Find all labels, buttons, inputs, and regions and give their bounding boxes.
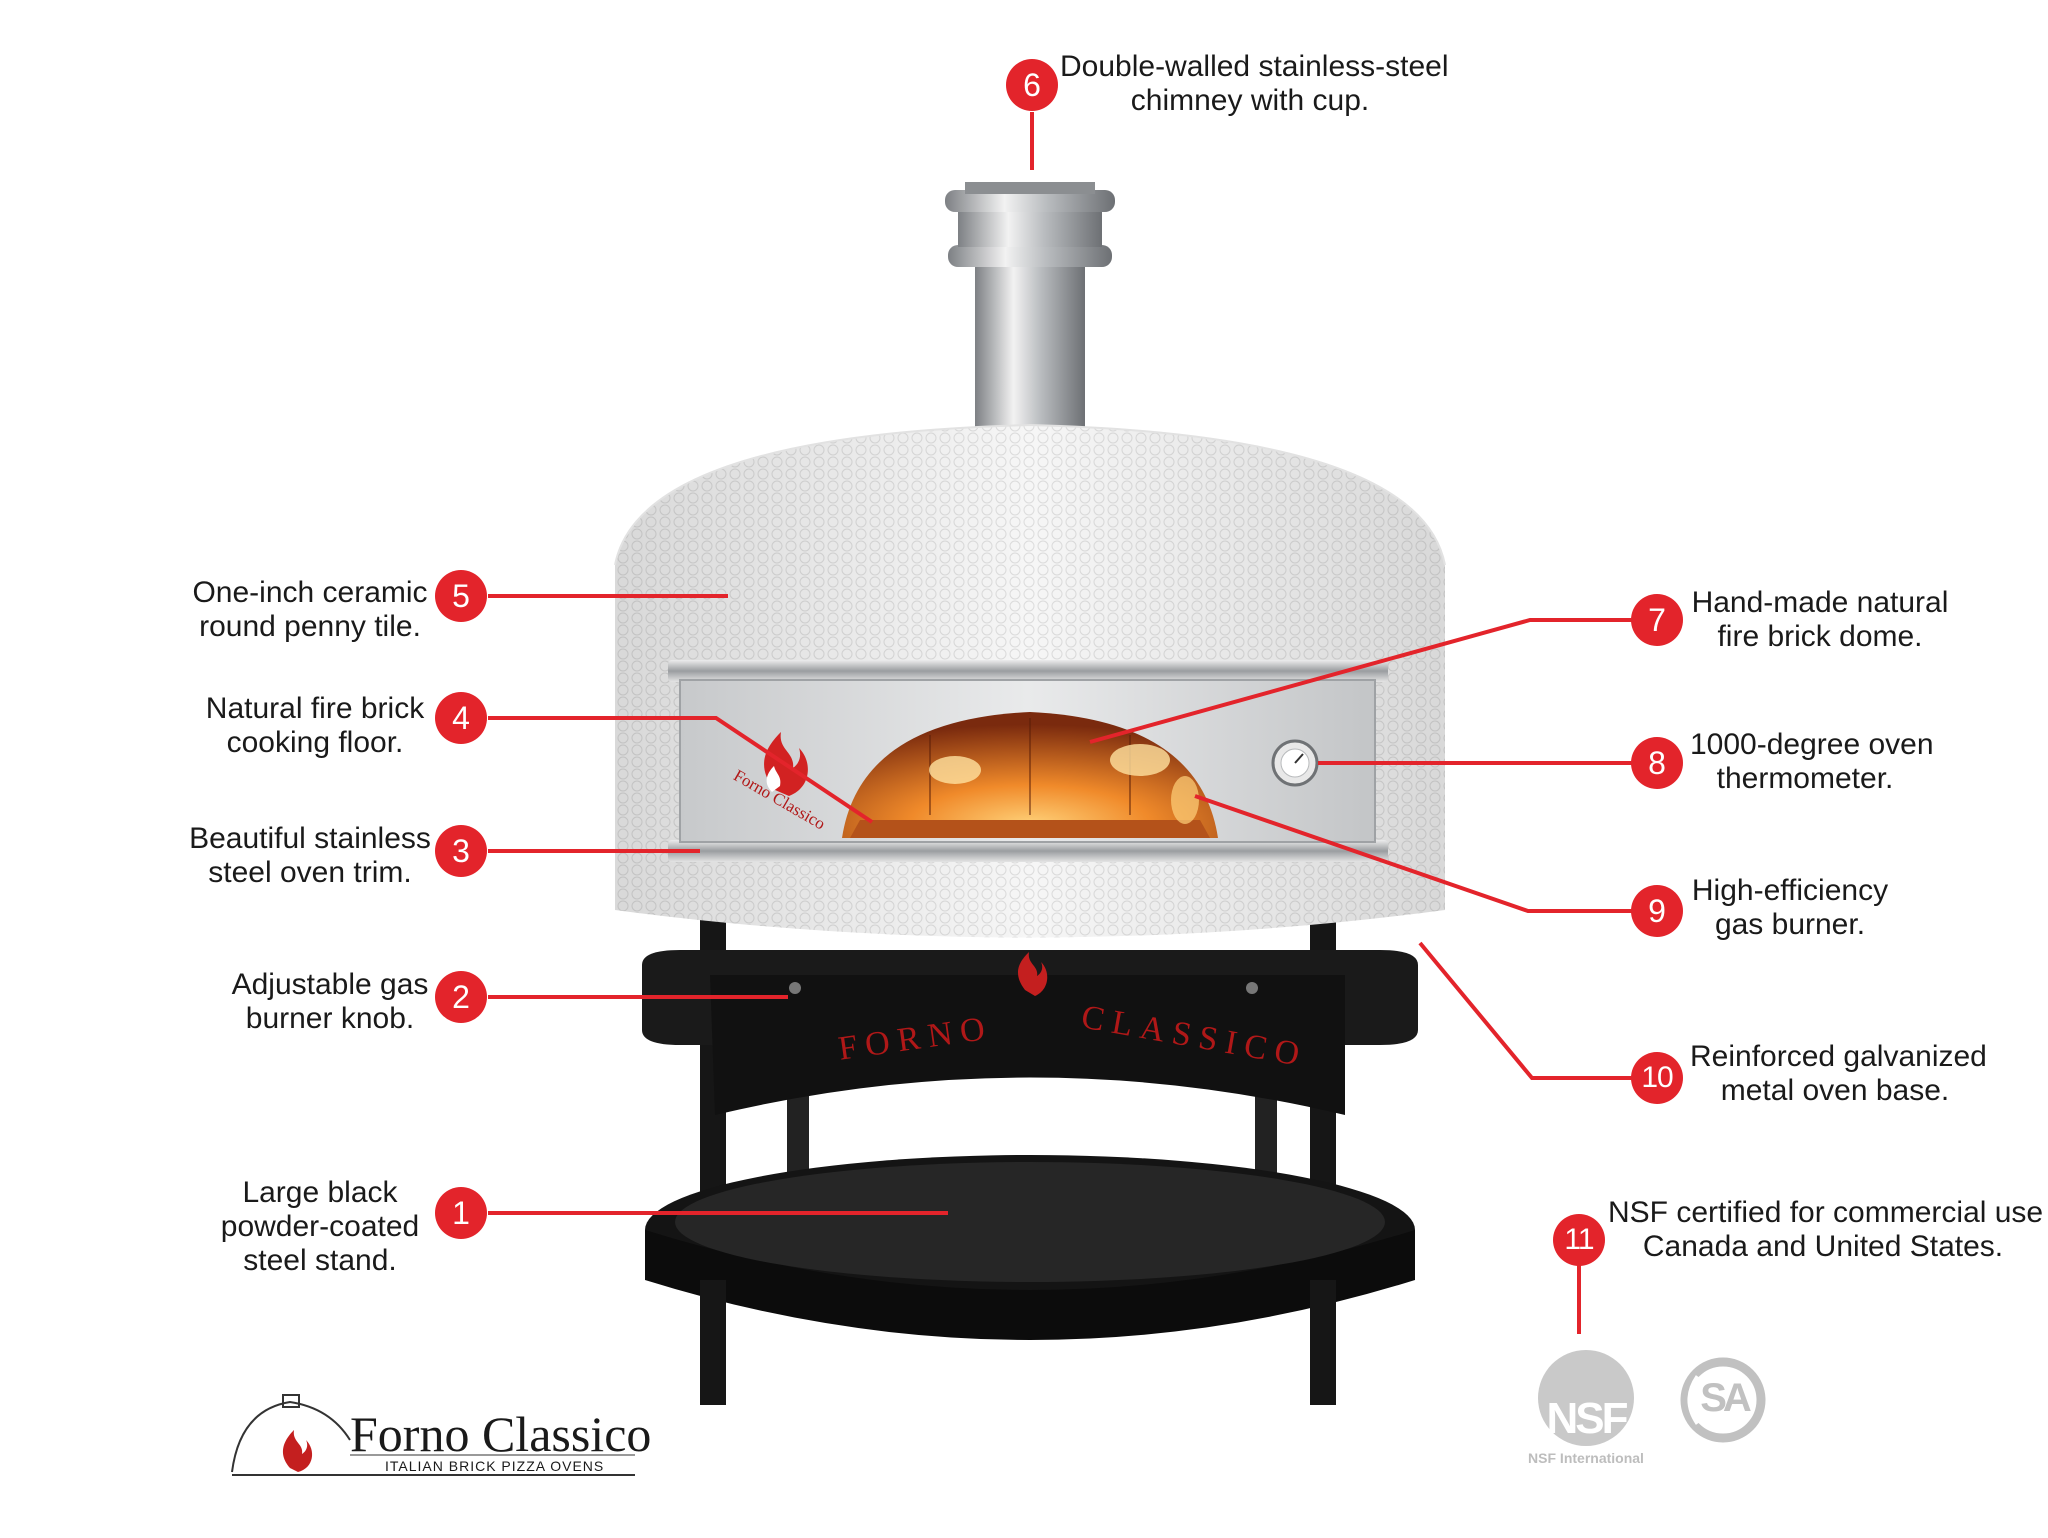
logo-title: Forno Classico xyxy=(350,1406,652,1462)
callout-badge-3: 3 xyxy=(435,825,487,877)
callout-badge-7: 7 xyxy=(1631,594,1683,646)
callout-badge-10: 10 xyxy=(1631,1052,1683,1104)
stand xyxy=(642,900,1418,1405)
callout-badge-8: 8 xyxy=(1631,737,1683,789)
csa-logo xyxy=(1680,1357,1766,1443)
callout-text-2: Adjustable gas burner knob. xyxy=(231,968,429,1035)
callout-badge-11: 11 xyxy=(1553,1214,1605,1266)
callout-leaders xyxy=(488,112,1634,1334)
nsf-caption: NSF International xyxy=(1528,1450,1644,1466)
thermometer xyxy=(1271,739,1319,787)
chimney xyxy=(945,182,1115,430)
callout-text-3: Beautiful stainless steel oven trim. xyxy=(189,822,431,889)
nsf-mark: NSF xyxy=(1546,1394,1629,1443)
callout-text-1: Large black powder-coated steel stand. xyxy=(220,1176,420,1277)
callout-text-9: High-efficiency gas burner. xyxy=(1691,874,1889,941)
callout-badge-4: 4 xyxy=(435,692,487,744)
callout-text-10: Reinforced galvanized metal oven base. xyxy=(1690,1040,1987,1107)
callout-badge-9: 9 xyxy=(1631,885,1683,937)
callout-text-6: Double-walled stainless-steel chimney wi… xyxy=(1060,50,1449,117)
callout-badge-2: 2 xyxy=(435,971,487,1023)
callout-badge-5: 5 xyxy=(435,570,487,622)
logo-subtitle: ITALIAN BRICK PIZZA OVENS xyxy=(385,1458,605,1474)
csa-mark: SA xyxy=(1700,1376,1752,1420)
nsf-logo xyxy=(1538,1350,1634,1446)
callout-text-5: One-inch ceramic round penny tile. xyxy=(192,576,428,643)
forno-classico-logo xyxy=(231,1394,635,1476)
callout-text-7: Hand-made natural fire brick dome. xyxy=(1691,586,1949,653)
callout-text-8: 1000-degree oven thermometer. xyxy=(1690,728,1934,795)
callout-badge-6: 6 xyxy=(1006,59,1058,111)
callout-badge-1: 1 xyxy=(435,1187,487,1239)
oven-mouth xyxy=(842,712,1218,838)
callout-text-11: NSF certified for commercial use in Cana… xyxy=(1608,1196,2048,1263)
callout-text-4: Natural fire brick cooking floor. xyxy=(205,692,425,759)
